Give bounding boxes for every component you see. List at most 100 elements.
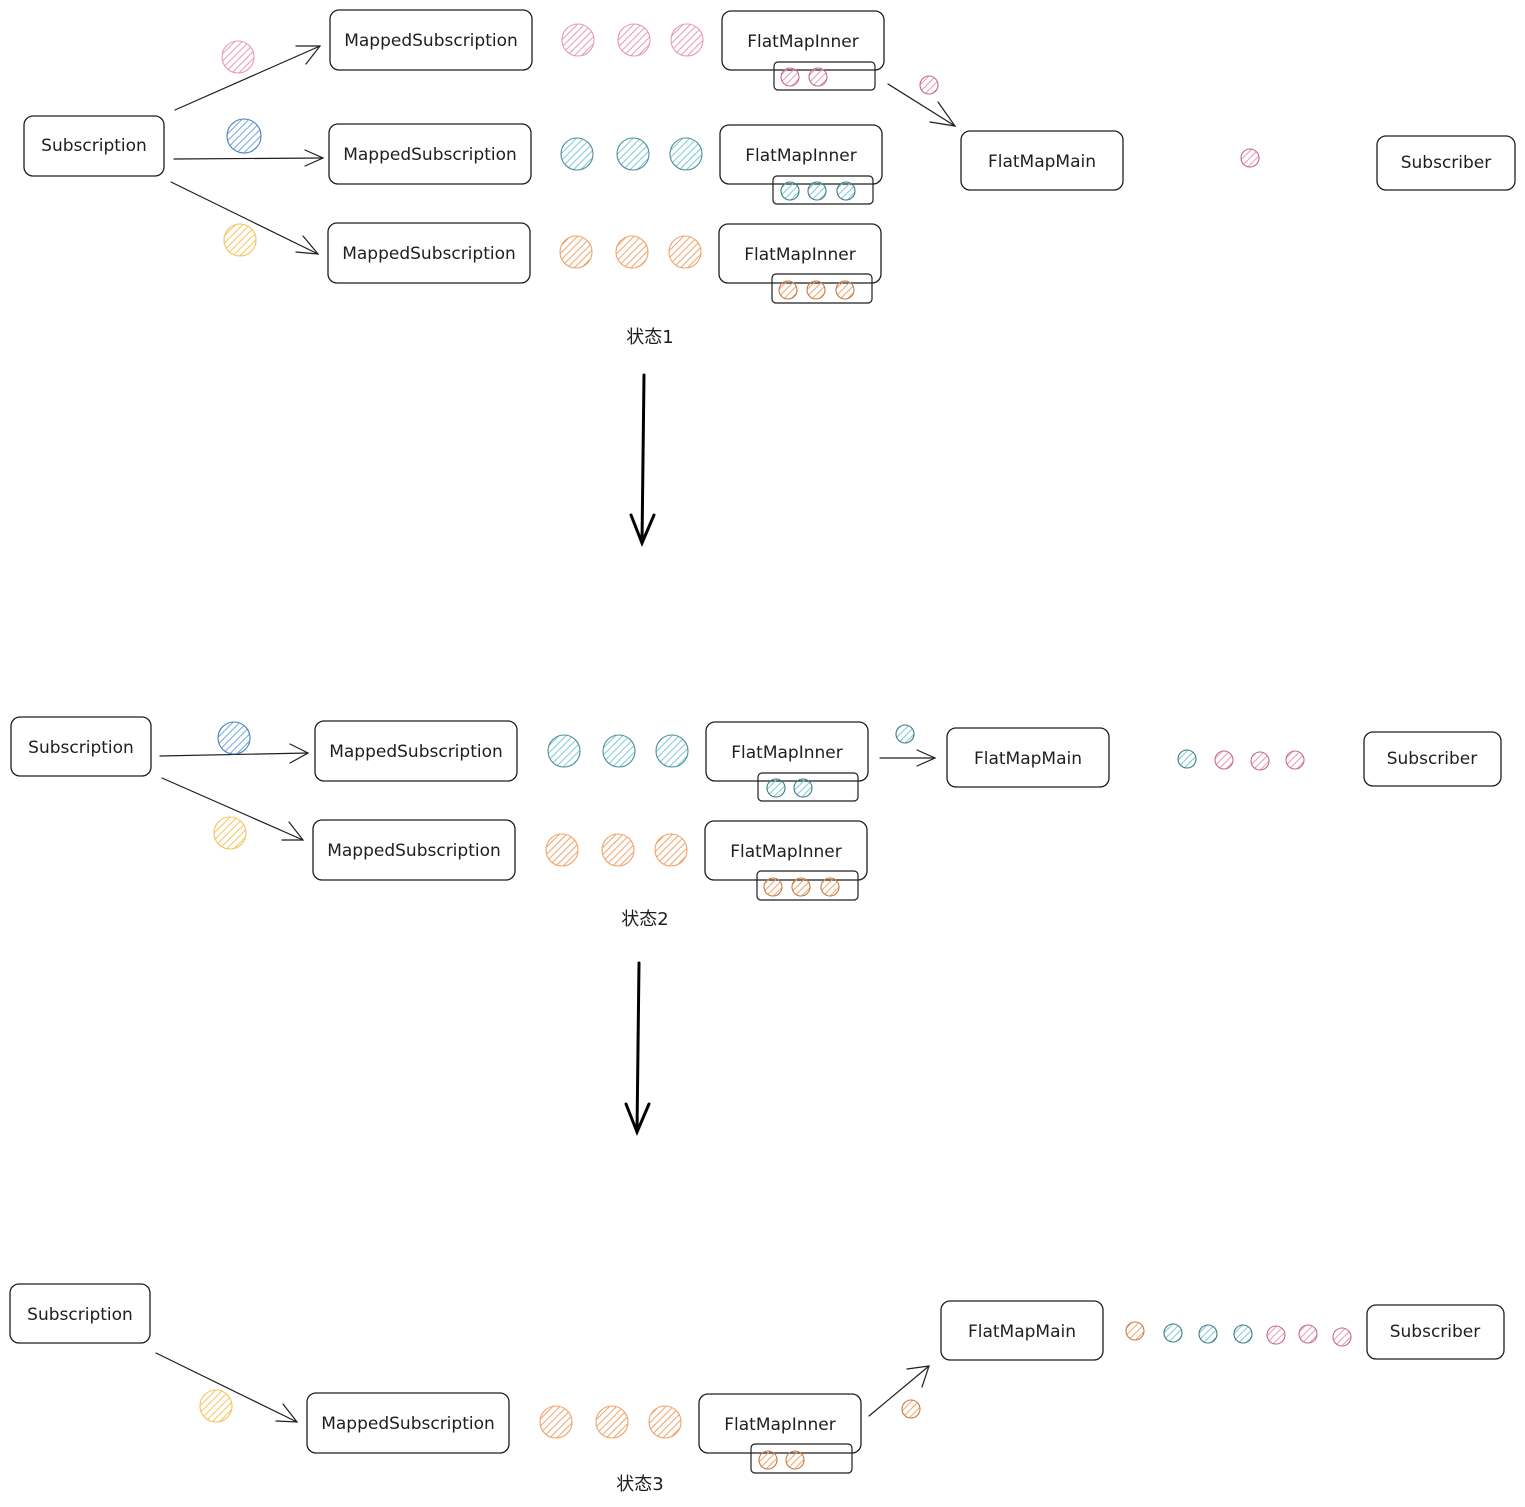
flatmap-main-node: FlatMapMain	[946, 727, 1110, 788]
yellow-item	[199, 1389, 233, 1423]
orange-item	[539, 1405, 573, 1439]
orange-item	[778, 280, 798, 300]
svg-text:Subscriber: Subscriber	[1401, 153, 1492, 173]
svg-text:MappedSubscription: MappedSubscription	[344, 31, 518, 51]
pink-item	[1285, 750, 1305, 770]
edge-inner-to-main	[868, 1365, 930, 1417]
svg-text:FlatMapMain: FlatMapMain	[968, 1322, 1076, 1342]
orange-item	[785, 1450, 805, 1470]
flatmap-inner-node: FlatMapInner	[718, 223, 882, 284]
inner-queue	[757, 772, 859, 802]
edge-subscription-to-mapped-3	[170, 181, 319, 255]
cyan-item	[547, 734, 581, 768]
edge-inner-to-main	[887, 83, 956, 127]
orange-item	[820, 877, 840, 897]
state-label: 状态3	[616, 1474, 663, 1495]
blue-item	[217, 721, 251, 755]
orange-item	[615, 235, 649, 269]
pink-item	[221, 40, 255, 74]
cyan-item	[780, 181, 800, 201]
state-3: Subscription MappedSubscription FlatMapI…	[9, 1283, 1505, 1495]
svg-text:Subscriber: Subscriber	[1387, 749, 1478, 769]
transition-arrow-2	[635, 961, 641, 1134]
flatmap-inner-node: FlatMapInner	[705, 721, 869, 782]
svg-text:MappedSubscription: MappedSubscription	[343, 145, 517, 165]
orange-item	[901, 1399, 921, 1419]
edge-subscription-to-mapped-2	[173, 157, 324, 160]
mapped-subscription-node: MappedSubscription	[328, 123, 532, 185]
orange-item	[545, 833, 579, 867]
svg-text:Subscription: Subscription	[41, 136, 147, 156]
orange-item	[806, 280, 826, 300]
cyan-item	[1163, 1323, 1183, 1343]
transition-arrowhead-2	[624, 1102, 651, 1136]
pink-item	[1332, 1327, 1352, 1347]
subscription-node: Subscription	[9, 1283, 151, 1344]
subscription-node: Subscription	[10, 716, 152, 777]
pink-item	[1266, 1325, 1286, 1345]
orange-item	[835, 280, 855, 300]
state-1: Subscription MappedSubscription MappedSu…	[23, 9, 1516, 348]
cyan-item	[1198, 1324, 1218, 1344]
inner-queue	[771, 273, 873, 304]
cyan-item	[560, 137, 594, 171]
svg-text:FlatMapInner: FlatMapInner	[747, 32, 858, 52]
orange-item	[601, 833, 635, 867]
flatmap-inner-node: FlatMapInner	[721, 10, 885, 71]
subscriber-node: Subscriber	[1376, 135, 1516, 191]
orange-item	[559, 235, 593, 269]
orange-item	[763, 877, 783, 897]
svg-text:Subscription: Subscription	[27, 1305, 133, 1325]
orange-item	[1125, 1321, 1145, 1341]
svg-text:FlatMapMain: FlatMapMain	[974, 749, 1082, 769]
inner-queue	[756, 870, 859, 901]
blue-item	[226, 118, 262, 154]
pink-item	[780, 67, 800, 87]
mapped-subscription-node: MappedSubscription	[329, 9, 533, 71]
mapped-subscription-node: MappedSubscription	[327, 222, 531, 284]
mapped-subscription-node: MappedSubscription	[312, 819, 516, 881]
subscriber-node: Subscriber	[1366, 1304, 1505, 1360]
svg-text:MappedSubscription: MappedSubscription	[342, 244, 516, 264]
state-label: 状态2	[621, 909, 668, 930]
svg-text:FlatMapInner: FlatMapInner	[730, 842, 841, 862]
pink-item	[1298, 1324, 1318, 1344]
state-2: Subscription MappedSubscription MappedSu…	[10, 716, 1502, 930]
flatmap-inner-node: FlatMapInner	[719, 124, 883, 185]
mapped-subscription-node: MappedSubscription	[306, 1392, 510, 1454]
cyan-item	[616, 137, 650, 171]
flatmap-inner-node: FlatMapInner	[698, 1393, 862, 1454]
subscription-node: Subscription	[23, 115, 165, 177]
orange-item	[758, 1450, 778, 1470]
pink-item	[919, 75, 939, 95]
orange-item	[654, 833, 688, 867]
yellow-item	[223, 223, 257, 257]
svg-text:FlatMapInner: FlatMapInner	[745, 146, 856, 166]
orange-item	[595, 1405, 629, 1439]
edge-subscription-to-mapped-1	[174, 45, 321, 111]
pink-item	[1240, 148, 1260, 168]
svg-text:Subscription: Subscription	[28, 738, 134, 758]
cyan-item	[793, 778, 813, 798]
inner-queue	[773, 61, 876, 91]
cyan-item	[602, 734, 636, 768]
pink-item	[1214, 750, 1234, 770]
edge-subscription-to-mapped-3	[155, 1352, 298, 1423]
cyan-item	[807, 181, 827, 201]
cyan-item	[1177, 749, 1197, 769]
orange-item	[648, 1405, 682, 1439]
svg-text:FlatMapInner: FlatMapInner	[724, 1415, 835, 1435]
cyan-item	[655, 734, 689, 768]
inner-queue	[750, 1443, 853, 1474]
cyan-item	[895, 724, 915, 744]
transition-arrowhead-1	[629, 513, 656, 547]
svg-text:Subscriber: Subscriber	[1390, 1322, 1481, 1342]
svg-text:MappedSubscription: MappedSubscription	[321, 1414, 495, 1434]
flatmap-inner-node: FlatMapInner	[704, 820, 868, 881]
mapped-subscription-node: MappedSubscription	[314, 720, 518, 782]
inner-queue	[772, 175, 874, 205]
orange-item	[791, 877, 811, 897]
svg-text:MappedSubscription: MappedSubscription	[327, 841, 501, 861]
cyan-item	[669, 137, 703, 171]
